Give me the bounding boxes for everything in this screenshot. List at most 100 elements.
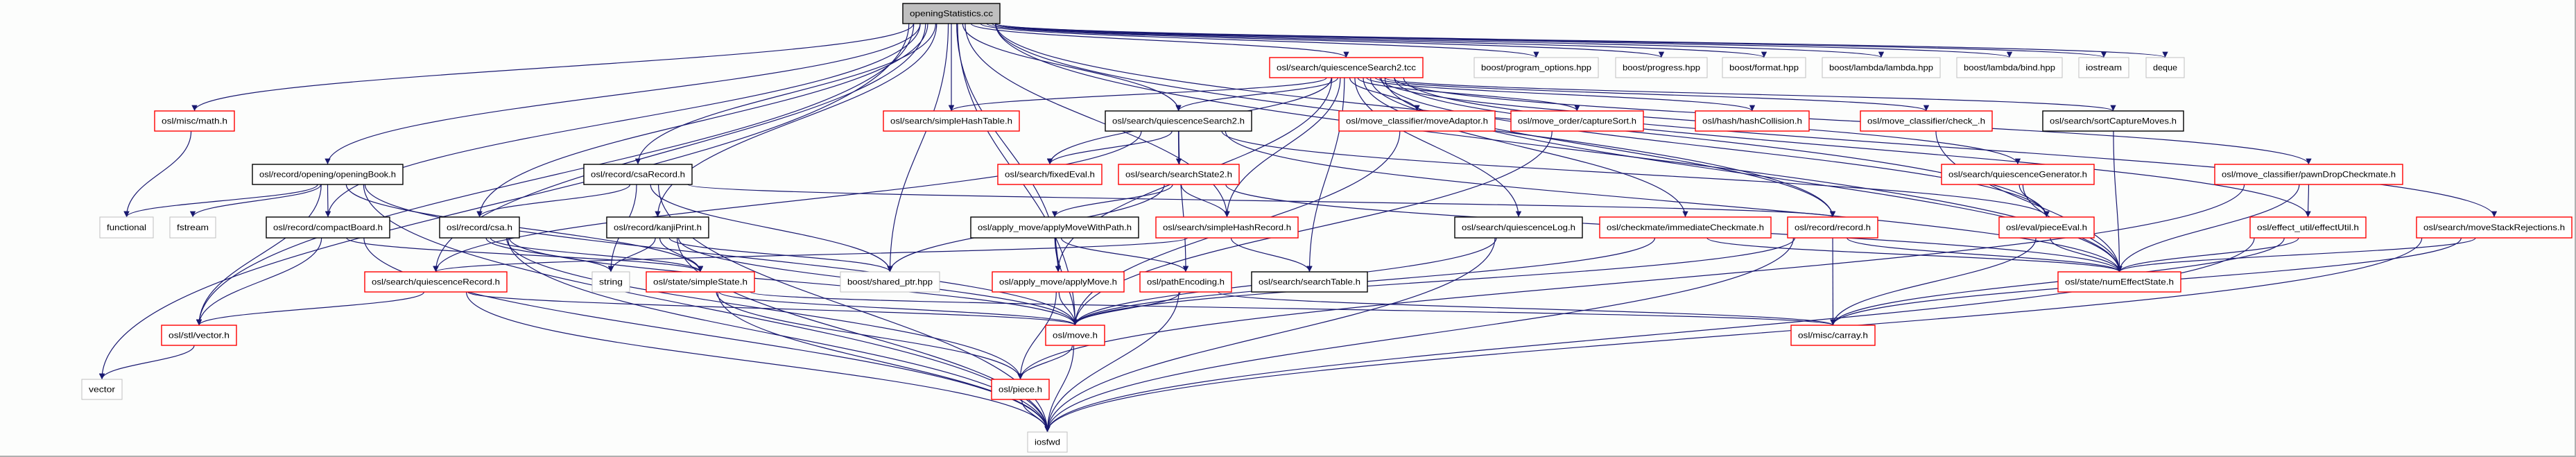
node-program_options: boost/program_options.hpp xyxy=(1473,57,1599,78)
node-box xyxy=(1454,216,1583,239)
node-box xyxy=(1473,57,1599,78)
node-box xyxy=(2214,164,2403,185)
node-numEffect[interactable]: osl/state/numEffectState.h xyxy=(2057,271,2181,293)
node-pawnDrop[interactable]: osl/move_classifier/pawnDropCheckmate.h xyxy=(2214,164,2403,185)
edge-csa-to-iosfwd xyxy=(507,237,1051,433)
node-box xyxy=(1822,57,1941,78)
node-box xyxy=(883,110,1020,132)
node-label: string xyxy=(599,277,623,287)
node-label: osl/pathEncoding.h xyxy=(1147,277,1225,287)
node-box xyxy=(2416,216,2573,239)
edge-root-to-compactBoard xyxy=(325,23,921,218)
node-box xyxy=(1941,164,2095,185)
node-simpleHashRecord[interactable]: osl/search/simpleHashRecord.h xyxy=(1155,216,1299,239)
node-box xyxy=(2249,216,2367,239)
node-simpleHashTable[interactable]: osl/search/simpleHashTable.h xyxy=(883,110,1020,132)
node-carray[interactable]: osl/misc/carray.h xyxy=(1790,325,1876,346)
edge-root-to-qs2h xyxy=(962,23,1182,112)
node-label: fstream xyxy=(177,223,209,232)
node-iostream: iostream xyxy=(2078,57,2129,78)
node-deque: deque xyxy=(2145,57,2185,78)
node-applyMove[interactable]: osl/apply_move/applyMove.h xyxy=(992,271,1125,293)
node-label: osl/misc/math.h xyxy=(162,117,227,126)
edge-qs2h-to-pathEncoding xyxy=(1178,130,1189,273)
node-searchState2[interactable]: osl/search/searchState2.h xyxy=(1118,164,1240,185)
node-compactBoard[interactable]: osl/record/compactBoard.h xyxy=(266,216,390,239)
node-box xyxy=(1105,110,1252,132)
node-searchTable[interactable]: osl/search/searchTable.h xyxy=(1251,271,1368,293)
node-box xyxy=(583,164,693,185)
node-record[interactable]: osl/record/record.h xyxy=(1787,216,1878,239)
node-box xyxy=(991,379,1050,400)
node-simpleState[interactable]: osl/state/simpleState.h xyxy=(646,271,755,293)
edge-pathEncoding-to-iosfwd xyxy=(1044,291,1179,433)
node-box xyxy=(439,216,520,239)
edge-tcc-to-qs2h xyxy=(1175,77,1338,112)
edge-root-to-sharedptr xyxy=(887,23,949,273)
node-vector: vector xyxy=(81,379,123,400)
edge-pathEncoding-to-carray xyxy=(1218,291,1836,326)
node-box xyxy=(252,164,404,185)
node-kanjiPrint[interactable]: osl/record/kanjiPrint.h xyxy=(606,216,709,239)
node-math[interactable]: osl/misc/math.h xyxy=(154,110,235,132)
node-box xyxy=(2145,57,2185,78)
node-effectUtil[interactable]: osl/effect_util/effectUtil.h xyxy=(2249,216,2367,239)
node-captureSort[interactable]: osl/move_order/captureSort.h xyxy=(1510,110,1644,132)
node-box xyxy=(266,216,390,239)
node-applyMoveWithPath[interactable]: osl/apply_move/applyMoveWithPath.h xyxy=(970,216,1139,239)
node-label: osl/search/quiescenceSearch2.h xyxy=(1112,117,1245,126)
node-vectorh[interactable]: osl/stl/vector.h xyxy=(161,325,237,346)
edge-record-to-move xyxy=(1072,237,1795,326)
edge-tcc-to-quiescenceLog xyxy=(1354,77,1522,218)
node-label: osl/apply_move/applyMoveWithPath.h xyxy=(978,223,1132,232)
edge-tcc-to-immediateCheckmate xyxy=(1363,77,1688,218)
edge-simpleState-to-piece xyxy=(716,291,1023,380)
edge-csaRecord-to-csa xyxy=(476,184,631,218)
edge-tcc-to-simpleHashTable xyxy=(949,77,1327,112)
node-label: osl/search/sortCaptureMoves.h xyxy=(2050,117,2177,126)
node-quiescenceRecord[interactable]: osl/search/quiescenceRecord.h xyxy=(364,271,508,293)
node-move[interactable]: osl/move.h xyxy=(1045,325,1105,346)
node-pathEncoding[interactable]: osl/pathEncoding.h xyxy=(1139,271,1232,293)
node-label: osl/search/simpleHashTable.h xyxy=(890,117,1012,126)
node-label: boost/shared_ptr.hpp xyxy=(847,277,933,287)
node-box xyxy=(1155,216,1299,239)
node-csaRecord[interactable]: osl/record/csaRecord.h xyxy=(583,164,693,185)
edge-openingBook-to-fstream xyxy=(189,184,322,218)
node-label: osl/search/quiescenceLog.h xyxy=(1462,223,1575,232)
node-box xyxy=(1139,271,1232,293)
node-csa[interactable]: osl/record/csa.h xyxy=(439,216,520,239)
node-label: osl/checkmate/immediateCheckmate.h xyxy=(1607,223,1764,232)
node-box xyxy=(902,3,1001,24)
node-check[interactable]: osl/move_classifier/check_.h xyxy=(1860,110,1993,132)
node-quiescenceGenerator[interactable]: osl/search/quiescenceGenerator.h xyxy=(1941,164,2095,185)
edge-root-to-progress xyxy=(986,23,1664,58)
node-fixedEval[interactable]: osl/search/fixedEval.h xyxy=(997,164,1103,185)
edge-sortCapture-to-numEffect xyxy=(2113,130,2123,273)
node-sortCapture[interactable]: osl/search/sortCaptureMoves.h xyxy=(2042,110,2184,132)
node-moveStack[interactable]: osl/search/moveStackRejections.h xyxy=(2416,216,2573,239)
node-box xyxy=(591,271,630,293)
edge-tcc-to-record xyxy=(1369,77,1836,218)
edge-root-to-csaRecord xyxy=(634,23,936,165)
edge-kanjiPrint-to-sharedptr xyxy=(668,237,893,273)
node-root[interactable]: openingStatistics.cc xyxy=(902,3,1001,24)
node-label: osl/move.h xyxy=(1053,331,1098,340)
node-hashCollision[interactable]: osl/hash/hashCollision.h xyxy=(1695,110,1810,132)
node-label: osl/move_classifier/check_.h xyxy=(1867,117,1985,126)
node-bind: boost/lambda/bind.hpp xyxy=(1956,57,2063,78)
node-qs2h[interactable]: osl/search/quiescenceSearch2.h xyxy=(1105,110,1252,132)
node-box xyxy=(992,271,1125,293)
node-box xyxy=(997,164,1103,185)
node-openingBook[interactable]: osl/record/opening/openingBook.h xyxy=(252,164,404,185)
edge-simpleState-to-move xyxy=(718,291,1078,326)
node-quiescenceLog[interactable]: osl/search/quiescenceLog.h xyxy=(1454,216,1583,239)
node-box xyxy=(970,216,1139,239)
node-label: osl/record/csaRecord.h xyxy=(591,170,685,180)
node-label: osl/move_order/captureSort.h xyxy=(1518,117,1636,126)
node-piece[interactable]: osl/piece.h xyxy=(991,379,1050,400)
node-moveAdaptor[interactable]: osl/move_classifier/moveAdaptor.h xyxy=(1338,110,1496,132)
node-immediateCheckmate[interactable]: osl/checkmate/immediateCheckmate.h xyxy=(1599,216,1772,239)
node-pieceEval[interactable]: osl/eval/pieceEval.h xyxy=(1998,216,2095,239)
node-tcc[interactable]: osl/search/quiescenceSearch2.tcc xyxy=(1269,57,1424,78)
